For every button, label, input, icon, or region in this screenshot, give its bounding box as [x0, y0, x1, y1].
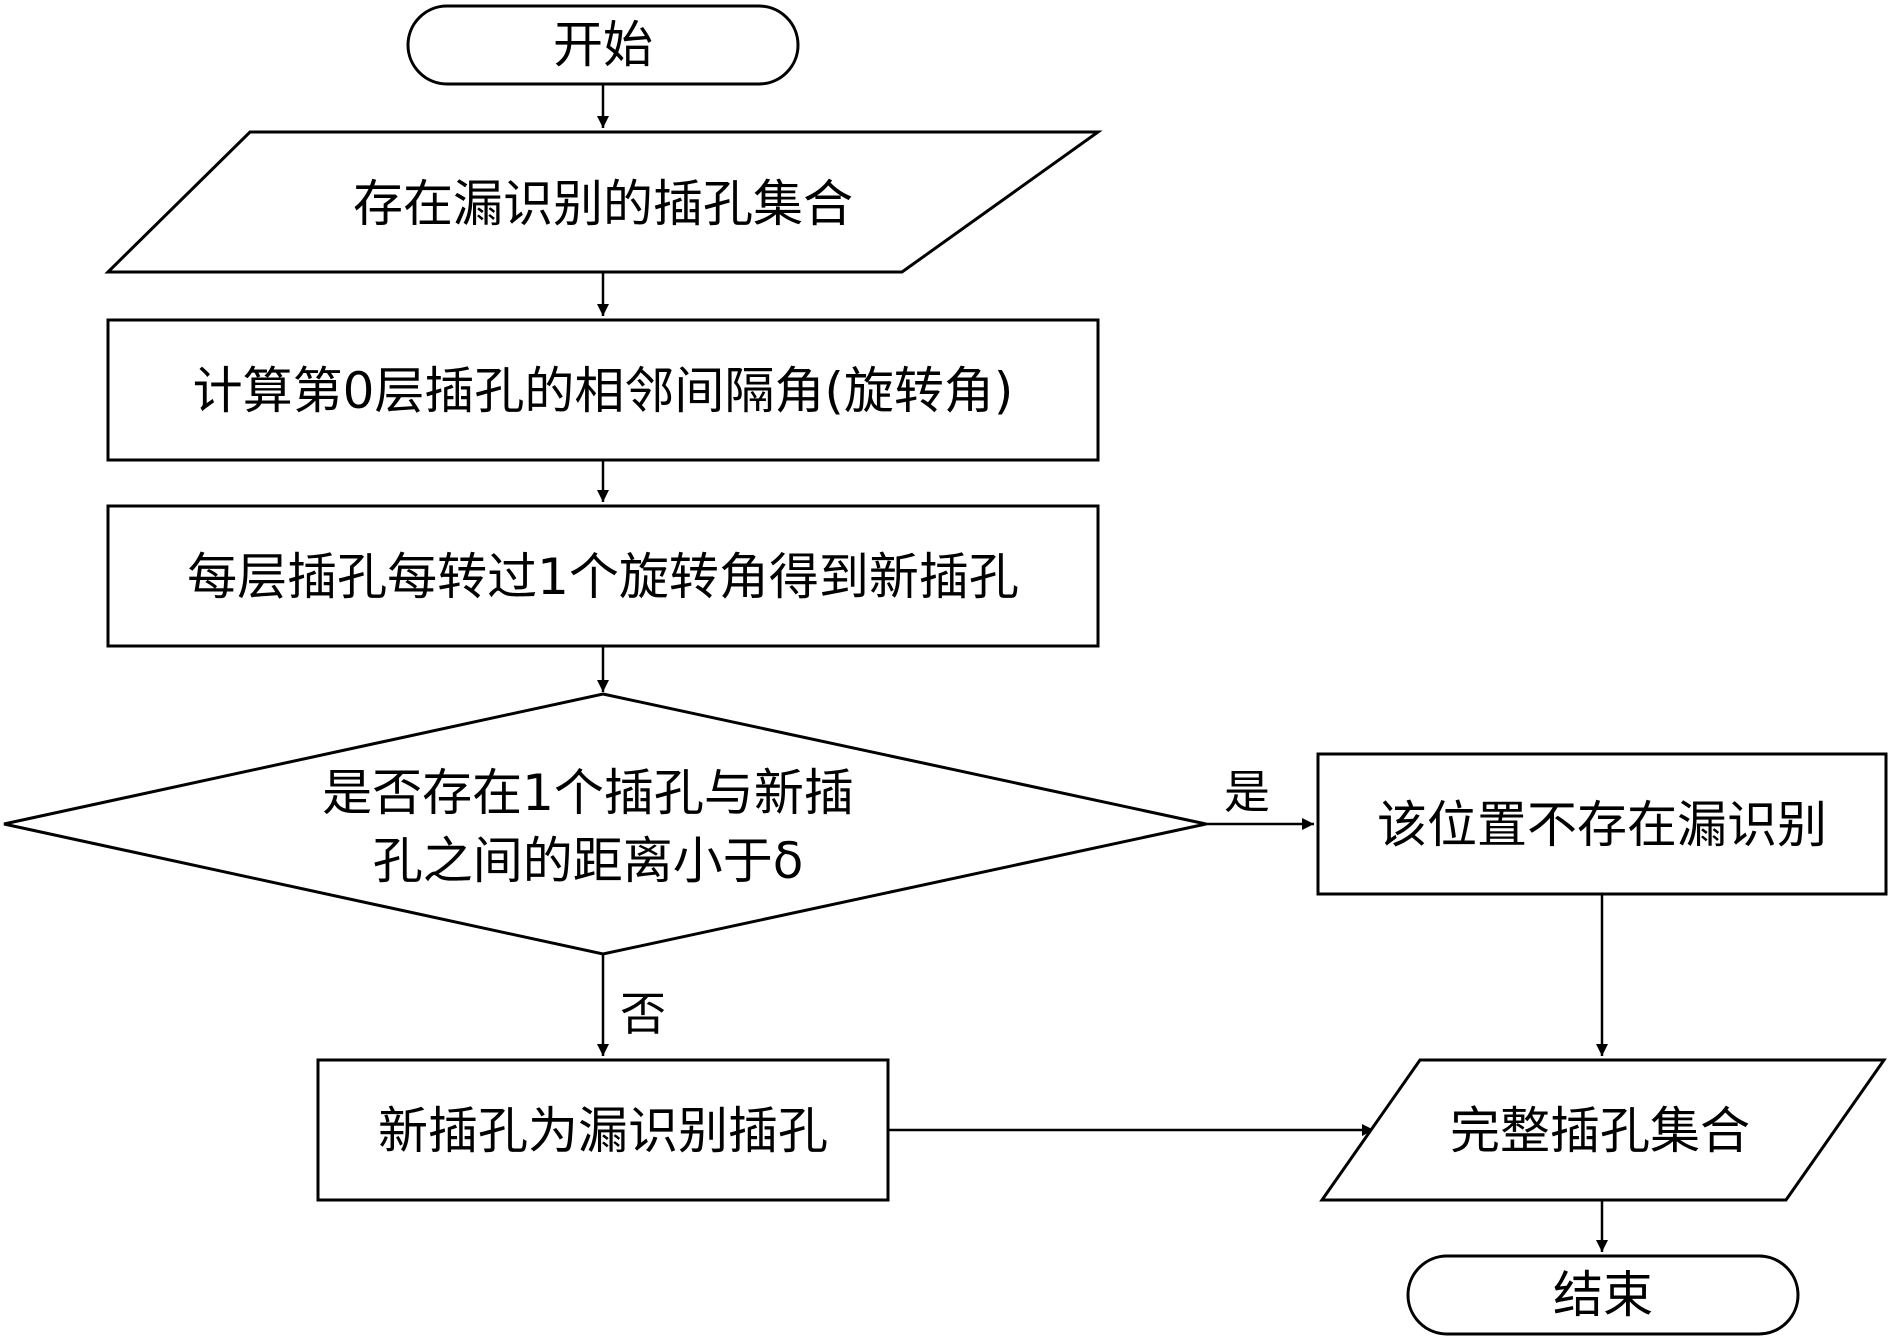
step1-label: 计算第0层插孔的相邻间隔角(旋转角)	[193, 362, 1014, 420]
end-label: 结束	[1553, 1266, 1653, 1324]
decision-label-line1: 是否存在1个插孔与新插	[322, 764, 854, 822]
input-parallelogram	[104, 130, 1103, 274]
step2-box	[106, 504, 1100, 648]
start-label: 开始	[553, 16, 653, 74]
output-label: 完整插孔集合	[1450, 1102, 1750, 1160]
decision-diamond	[3, 692, 1207, 956]
input-label: 存在漏识别的插孔集合	[353, 175, 853, 233]
end-terminal	[1406, 1254, 1800, 1336]
step2-label: 每层插孔每转过1个旋转角得到新插孔	[187, 548, 1019, 606]
step1-box	[106, 318, 1100, 462]
yes-result-box	[1316, 752, 1888, 896]
no-result-label: 新插孔为漏识别插孔	[378, 1102, 828, 1160]
no-result-box	[316, 1058, 890, 1202]
no-label: 否	[620, 987, 666, 1041]
decision-label-line2: 孔之间的距离小于δ	[373, 832, 804, 890]
output-parallelogram	[1319, 1058, 1887, 1202]
yes-label: 是	[1224, 765, 1270, 819]
yes-result-label: 该位置不存在漏识别	[1377, 796, 1827, 854]
